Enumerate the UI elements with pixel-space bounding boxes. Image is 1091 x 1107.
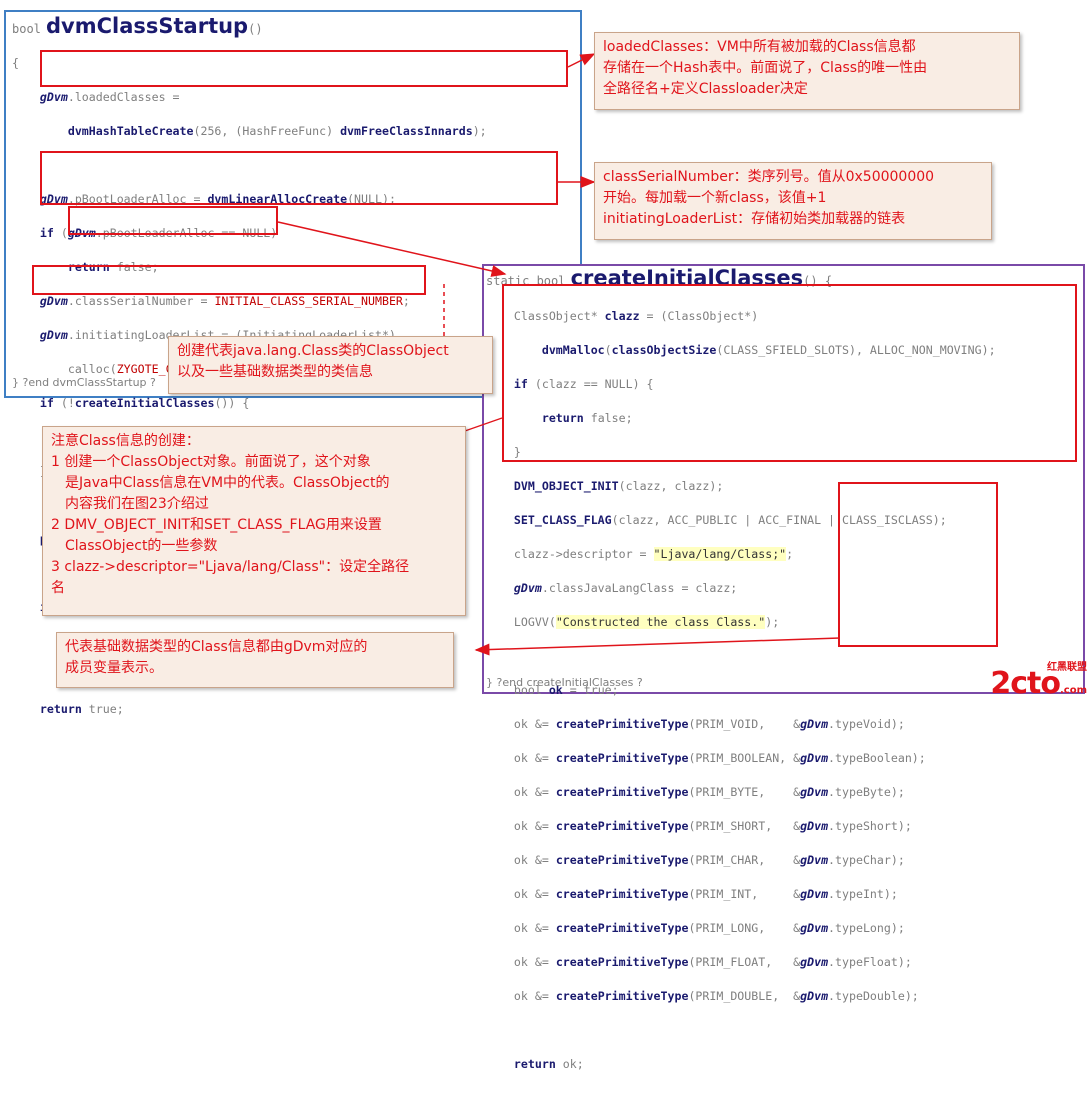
code-line: ok &= createPrimitiveType(PRIM_DOUBLE, &…	[486, 989, 919, 1003]
code-line	[486, 648, 996, 665]
highlight-classobject-init	[502, 284, 1077, 462]
code-line: if (clazz == NULL) {	[513, 377, 654, 391]
note-serialnumber: classSerialNumber：类序列号。值从0x50000000 开始。每…	[594, 162, 992, 240]
code-line: DVM_OBJECT_INIT(clazz, clazz);	[513, 479, 724, 493]
code-line: ok &= createPrimitiveType(PRIM_LONG, &gD…	[486, 921, 905, 935]
highlight-loadedclasses	[40, 50, 568, 87]
code-line: ok &= createPrimitiveType(PRIM_CHAR, &gD…	[486, 853, 905, 867]
note-loadedclasses: loadedClasses：VM中所有被加载的Class信息都 存储在一个Has…	[594, 32, 1020, 110]
code-line: gDvm.classSerialNumber = INITIAL_CLASS_S…	[39, 294, 410, 308]
highlight-processclasspath	[32, 265, 426, 295]
code-line	[486, 1022, 996, 1039]
note-line: 开始。每加载一个新class，该值+1	[603, 190, 827, 206]
code-line: dvmHashTableCreate(256, (HashFreeFunc) d…	[67, 124, 487, 138]
code-line: ok &= createPrimitiveType(PRIM_INT, &gDv…	[486, 887, 898, 901]
code-line: clazz->descriptor = "Ljava/lang/Class;";	[486, 547, 794, 561]
code-line: }	[486, 445, 521, 459]
code-line: LOGVV("Constructed the class Class.");	[486, 615, 780, 629]
note-line: 以及一些基础数据类型的类信息	[177, 364, 373, 380]
note-line: 2 DMV_OBJECT_INIT和SET_CLASS_FLAG用来设置	[51, 517, 382, 533]
createinitialclasses-footer: } ?end createInitialClasses ?	[486, 676, 643, 689]
code-line: ok &= createPrimitiveType(PRIM_BYTE, &gD…	[486, 785, 905, 799]
note-line: 名	[51, 580, 65, 596]
dvmclassstartup-footer: } ?end dvmClassStartup ?	[12, 376, 156, 389]
note-attention: 注意Class信息的创建： 1 创建一个ClassObject对象。前面说了，这…	[42, 426, 466, 616]
note-line: ClassObject的一些参数	[65, 538, 218, 554]
note-line: classSerialNumber：类序列号。值从0x50000000	[603, 169, 935, 185]
code-line: return false;	[67, 260, 159, 274]
code-line: bool ok = true;	[486, 683, 619, 697]
note-line: 内容我们在图23介绍过	[65, 496, 209, 512]
note-classobject: 创建代表java.lang.Class类的ClassObject 以及一些基础数…	[168, 336, 493, 394]
note-line: 1 创建一个ClassObject对象。前面说了，这个对象	[51, 454, 371, 470]
dvmclassstartup-header: bool dvmClassStartup()	[12, 14, 263, 38]
note-line: 存储在一个Hash表中。前面说了，Class的唯一性由	[603, 60, 928, 76]
note-line: 是Java中Class信息在VM中的代表。ClassObject的	[65, 475, 390, 491]
note-line: 成员变量表示。	[65, 660, 163, 676]
code-line: return true;	[39, 702, 124, 716]
code-line: ok &= createPrimitiveType(PRIM_VOID, &gD…	[486, 717, 905, 731]
watermark-suffix: .com	[1059, 685, 1087, 696]
function-name: createInitialClasses	[570, 266, 804, 290]
code-line: dvmMalloc(classObjectSize(CLASS_SFIELD_S…	[541, 343, 996, 357]
code-line: {	[12, 56, 19, 70]
watermark-cn: 红黑联盟	[1047, 662, 1087, 673]
note-line: initiatingLoaderList：存储初始类加载器的链表	[603, 211, 906, 227]
note-line: 代表基础数据类型的Class信息都由gDvm对应的	[65, 639, 368, 655]
code-line: ClassObject* clazz = (ClassObject*)	[486, 309, 759, 323]
note-line: loadedClasses：VM中所有被加载的Class信息都	[603, 39, 916, 55]
function-name: dvmClassStartup	[46, 14, 249, 38]
code-line: gDvm.loadedClasses =	[39, 90, 180, 104]
code-line: ok &= createPrimitiveType(PRIM_FLOAT, &g…	[486, 955, 912, 969]
watermark-brand: 2cto	[990, 666, 1061, 701]
note-line: 注意Class信息的创建：	[51, 433, 200, 449]
note-line: 3 clazz->descriptor="Ljava/lang/Class"：设…	[51, 559, 410, 575]
code-line: gDvm.classJavaLangClass = clazz;	[513, 581, 738, 595]
function-parens: ()	[248, 22, 263, 36]
highlight-serialnumber	[40, 151, 558, 205]
highlight-createinitial-call	[68, 206, 278, 235]
note-primitive: 代表基础数据类型的Class信息都由gDvm对应的 成员变量表示。	[56, 632, 454, 688]
code-line: ok &= createPrimitiveType(PRIM_SHORT, &g…	[486, 819, 912, 833]
note-line: 创建代表java.lang.Class类的ClassObject	[177, 343, 449, 359]
highlight-gdvm-types	[838, 482, 998, 647]
code-line: gDvm.pBootLoaderAlloc = dvmLinearAllocCr…	[39, 192, 396, 206]
site-watermark: 2cto.com 红黑联盟	[990, 662, 1087, 701]
code-line: SET_CLASS_FLAG(clazz, ACC_PUBLIC | ACC_F…	[513, 513, 947, 527]
code-line: if (!createInitialClasses()) {	[39, 396, 250, 410]
code-line: ok &= createPrimitiveType(PRIM_BOOLEAN, …	[486, 751, 926, 765]
note-line: 全路径名+定义Classloader决定	[603, 81, 808, 97]
code-line: return ok;	[513, 1057, 584, 1071]
return-type: bool	[12, 22, 41, 36]
code-line: return false;	[541, 411, 633, 425]
